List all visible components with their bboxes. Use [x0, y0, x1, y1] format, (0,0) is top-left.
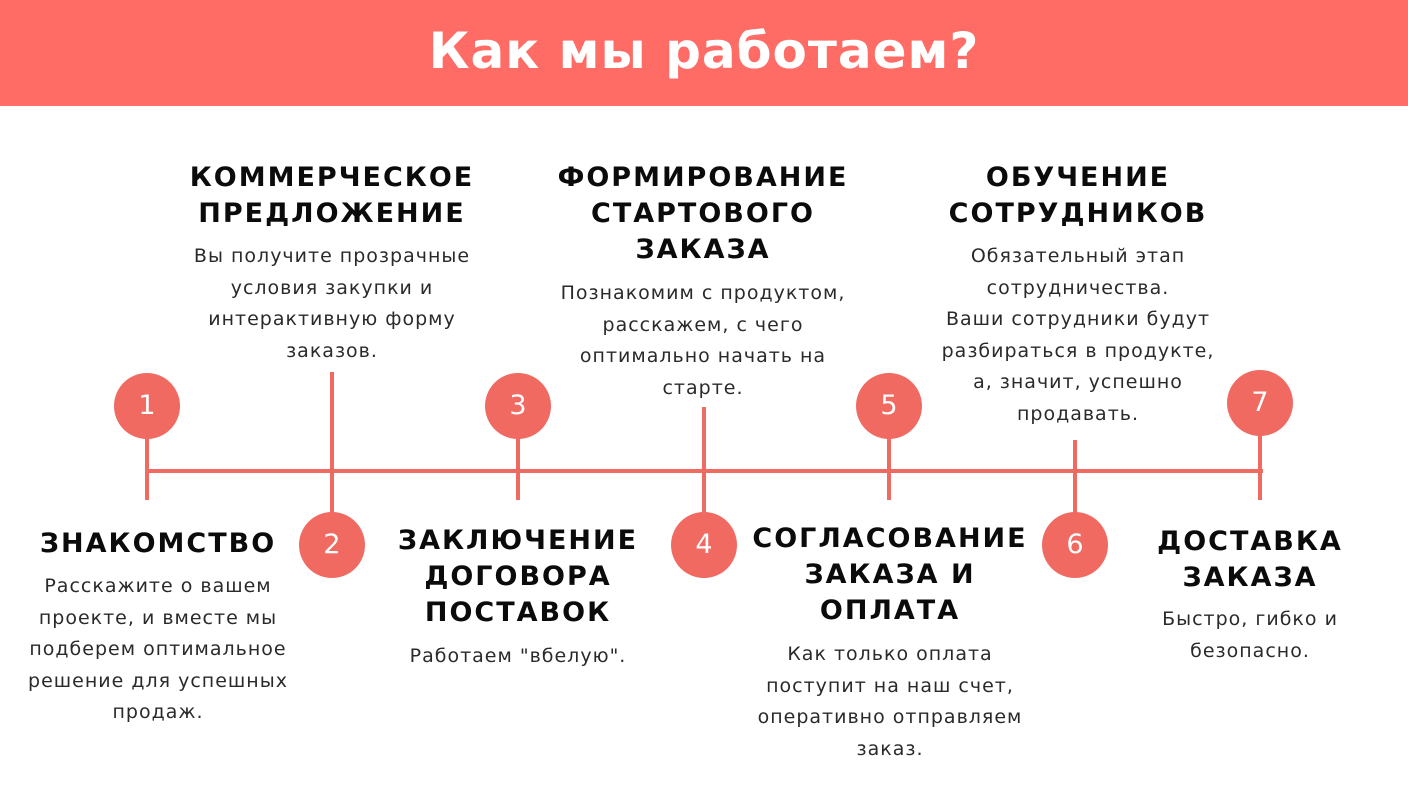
step-number-7: 7 [1227, 370, 1293, 436]
timeline-stem-1 [145, 430, 149, 500]
step-3-title: ЗАКЛЮЧЕНИЕ ДОГОВОРА ПОСТАВОК [397, 525, 639, 628]
step-6-description: Обязательный этап сотрудничества. Ваши с… [941, 245, 1215, 425]
page-title: Как мы работаем? [428, 22, 980, 80]
step-2-title: КОММЕРЧЕСКОЕ ПРЕДЛОЖЕНИЕ [189, 162, 475, 229]
timeline-stem-2 [330, 372, 334, 517]
step-1-title: ЗНАКОМСТВО [39, 528, 277, 559]
step-4-description: Познакомим с продуктом, расскажем, с чег… [560, 282, 846, 399]
timeline-stem-5 [887, 430, 891, 500]
step-number-3: 3 [485, 373, 551, 439]
timeline-stem-7 [1258, 430, 1262, 500]
step-number-1: 1 [114, 373, 180, 439]
step-3-description: Работаем "вбелую". [409, 645, 627, 667]
step-5-description: Как только оплата поступит на наш счет, … [757, 643, 1023, 760]
step-number-4: 4 [671, 512, 737, 578]
timeline-stem-6 [1073, 440, 1077, 515]
step-number-5: 5 [856, 373, 922, 439]
step-6-title: ОБУЧЕНИЕ СОТРУДНИКОВ [948, 162, 1208, 229]
step-7-description: Быстро, гибко и безопасно. [1162, 608, 1338, 662]
step-number-2: 2 [299, 512, 365, 578]
timeline-stem-4 [702, 407, 706, 515]
header-banner: Как мы работаем? [0, 0, 1408, 106]
step-1-description: Расскажите о вашем проекте, и вместе мы … [28, 575, 288, 723]
step-2-description: Вы получите прозрачные условия закупки и… [193, 245, 471, 362]
step-4-title: ФОРМИРОВАНИЕ СТАРТОВОГО ЗАКАЗА [557, 162, 849, 265]
step-5-title: СОГЛАСОВАНИЕ ЗАКАЗА И ОПЛАТА [752, 523, 1028, 626]
step-number-6: 6 [1042, 512, 1108, 578]
step-7-title: ДОСТАВКА ЗАКАЗА [1157, 526, 1343, 593]
timeline-stem-3 [516, 430, 520, 500]
